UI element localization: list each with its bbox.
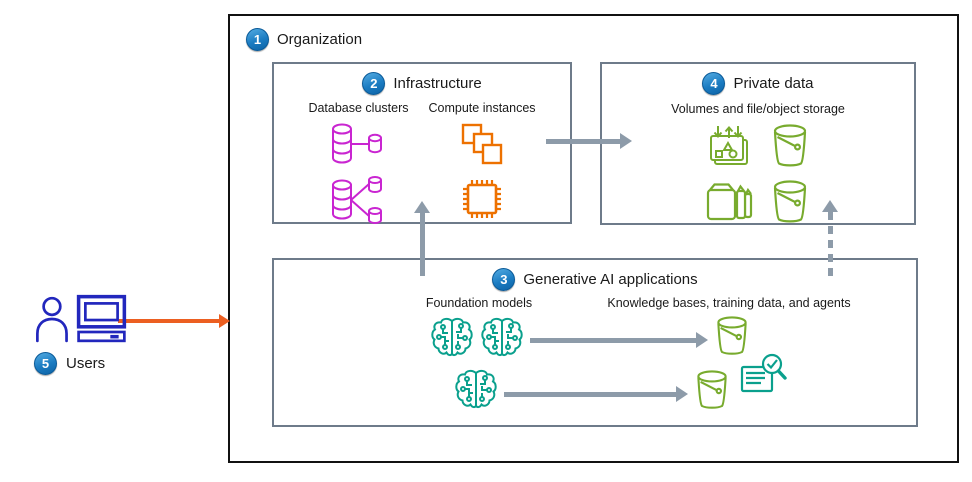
organization-box: 1 Organization 2 Infrastructure Database… [228, 14, 959, 463]
genai-to-infrastructure-arrow [414, 201, 430, 276]
database-cluster-branched-icon [329, 175, 387, 225]
private-data-box: 4 Private data Volumes and file/object s… [600, 62, 916, 225]
person-icon [34, 294, 72, 344]
generative-ai-title: Generative AI applications [523, 271, 698, 288]
users-group: 5 Users [34, 294, 128, 375]
private-data-header: 4 Private data [602, 72, 914, 95]
storage-label: Volumes and file/object storage [671, 102, 845, 116]
private-data-title: Private data [733, 75, 814, 92]
generative-ai-header: 3 Generative AI applications [274, 268, 916, 291]
badge-3: 3 [492, 268, 516, 291]
badge-1: 1 [246, 28, 269, 51]
organization-header: 1 Organization [246, 28, 362, 51]
brain-circuit-icon [480, 316, 524, 360]
badge-5: 5 [34, 352, 57, 375]
database-cluster-icon [329, 122, 387, 168]
compute-instances-label: Compute instances [428, 101, 536, 115]
bucket-icon [768, 178, 812, 228]
foundation-models-label: Foundation models [425, 296, 533, 310]
brain-circuit-icon [430, 316, 474, 360]
data-ingestion-icon [705, 124, 753, 170]
volumes-stack-icon [704, 181, 754, 225]
brain-circuit-icon [454, 368, 498, 412]
computer-icon [76, 294, 128, 344]
generative-ai-box: 3 Generative AI applications Foundation … [272, 258, 918, 427]
users-to-organization-arrow [118, 314, 230, 328]
genai-to-private-data-dashed-arrow [822, 200, 838, 276]
bucket-icon [692, 368, 732, 414]
knowledge-bases-label: Knowledge bases, training data, and agen… [607, 296, 851, 310]
models-to-bucket-arrow [530, 332, 708, 348]
compute-instances-group: Compute instances [429, 101, 536, 225]
organization-title: Organization [277, 31, 363, 48]
infrastructure-header: 2 Infrastructure [274, 72, 570, 95]
bucket-icon [712, 314, 752, 360]
model-to-bucket-arrow [504, 386, 688, 402]
database-clusters-group: Database clusters [308, 101, 409, 225]
infrastructure-box: 2 Infrastructure Database clusters [272, 62, 572, 224]
cpu-chip-icon [458, 175, 506, 223]
badge-2: 2 [362, 72, 386, 95]
database-clusters-label: Database clusters [308, 101, 409, 115]
bucket-icon [768, 122, 812, 172]
document-search-check-icon [740, 352, 790, 398]
infrastructure-to-private-data-arrow [546, 133, 632, 149]
infrastructure-title: Infrastructure [393, 75, 482, 92]
users-title: Users [66, 355, 106, 372]
compute-instances-icon [459, 122, 505, 168]
badge-4: 4 [702, 72, 726, 95]
